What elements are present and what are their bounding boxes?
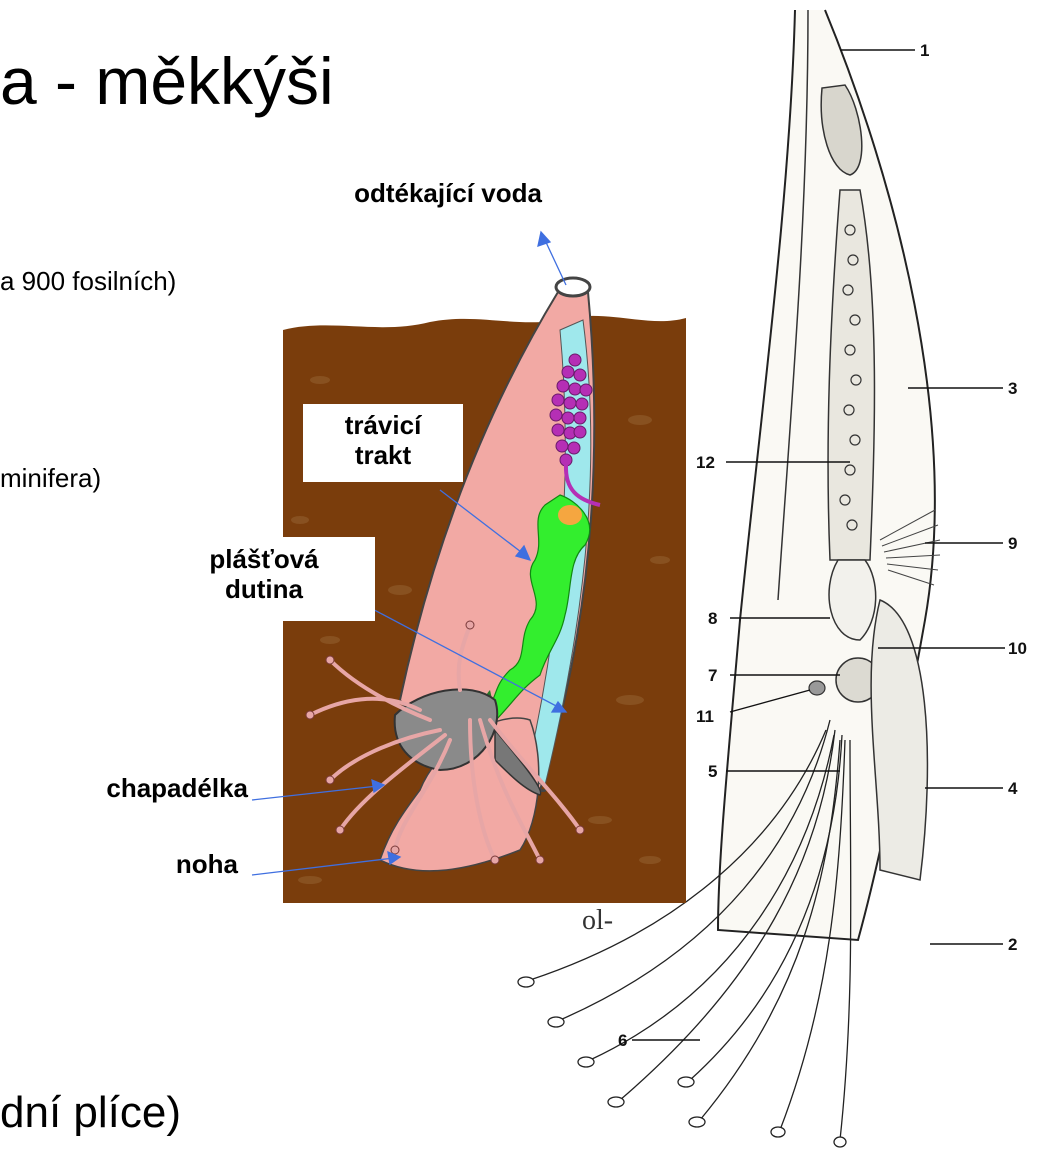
label-outflowing-water: odtékající voda [303, 180, 593, 207]
label-tentacles: chapadélka [0, 775, 248, 802]
label-mantle-cavity-line1: plášťová [153, 546, 375, 573]
label-digestive-tract-line1: trávicí [303, 412, 463, 439]
label-foot: noha [0, 851, 238, 878]
label-mantle-cavity-line2: dutina [153, 576, 375, 603]
label-digestive-tract-line2: trakt [303, 442, 463, 469]
scan-text-fragment: ol- [582, 905, 613, 937]
